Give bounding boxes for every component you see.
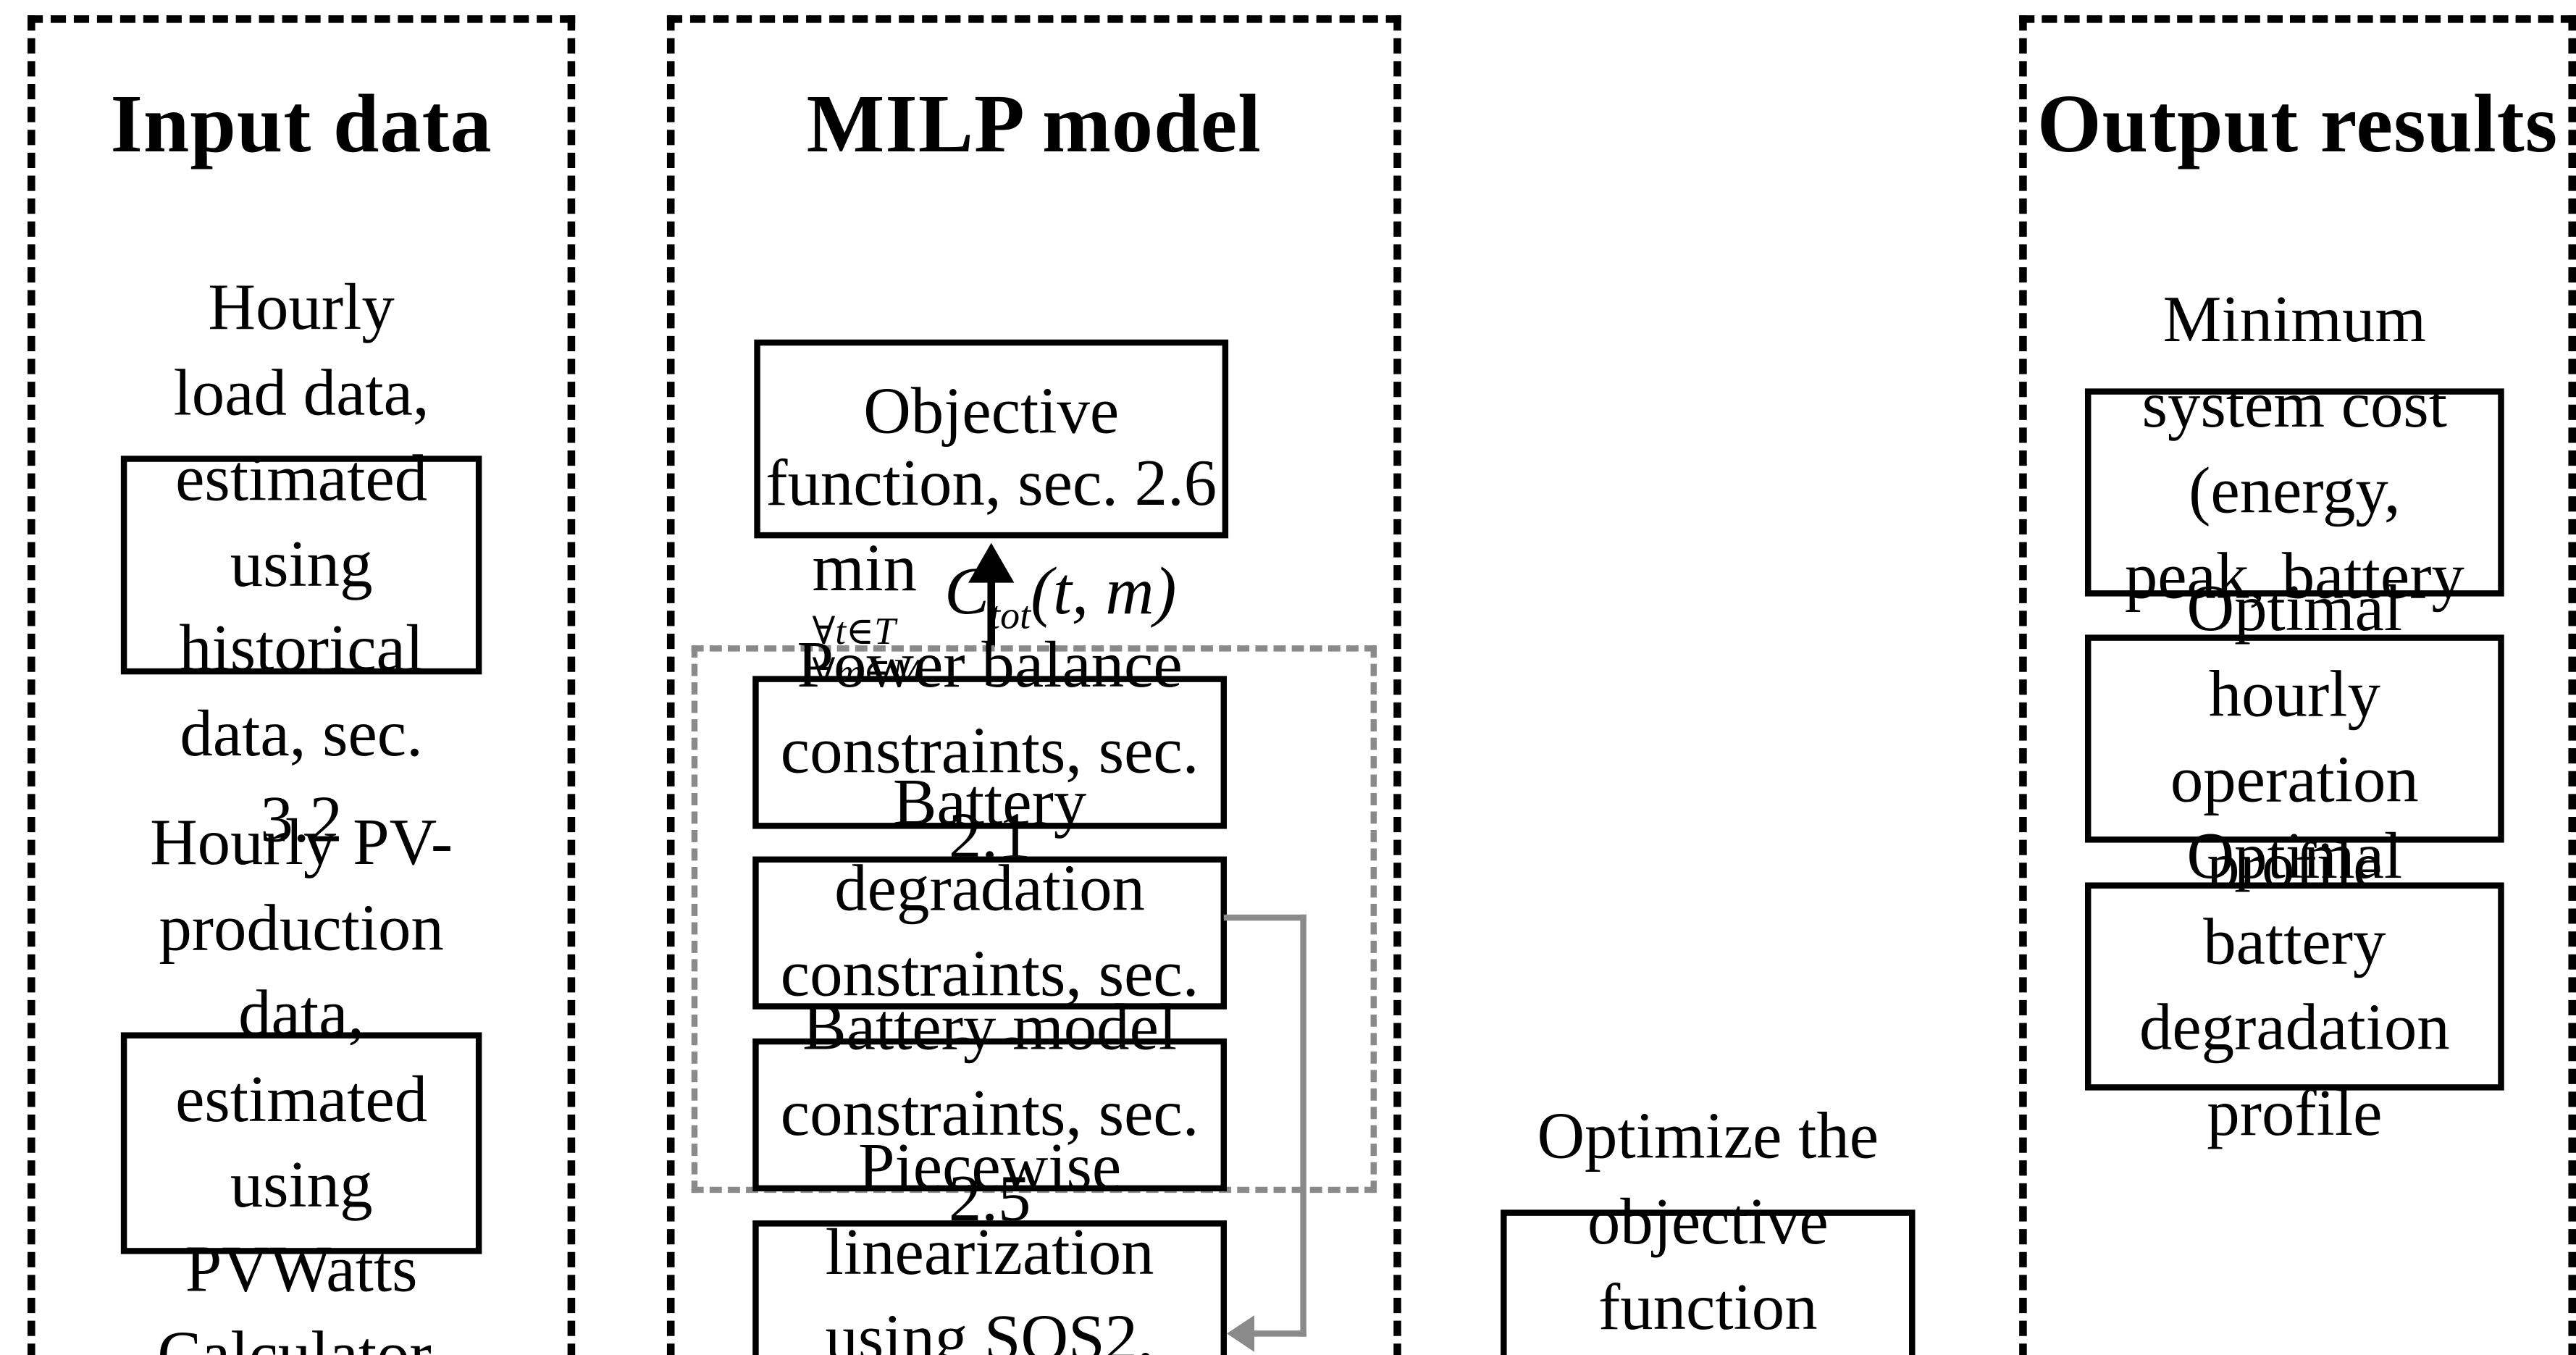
output-box-optimal-hourly-operation: Optimal hourly operation profile — [2084, 574, 2504, 902]
output-results-container — [2019, 15, 2576, 1355]
milp-box-piecewise-linearization: Piecewise linearization using SOS2, sec.… — [752, 1132, 1228, 1355]
feedback-connector-arrowhead — [1227, 1315, 1255, 1352]
input-data-container — [28, 15, 576, 1355]
milp-box-piecewise-linearization-label: Piecewise linearization using SOS2, sec.… — [825, 1132, 1154, 1355]
arrow-constraints-to-objective — [960, 542, 1021, 647]
milp-objective-function-box: Objective function, sec. 2.6 min ∀t∈T ∀m… — [754, 339, 1229, 695]
milp-box-battery-degradation-label: Battery degradation constraints, sec. 2.… — [780, 768, 1199, 1096]
feedback-connector-top-segment — [1223, 914, 1306, 921]
objective-expression-subscript: tot — [989, 592, 1031, 638]
objective-expression: Ctot(t, m) — [944, 553, 1177, 638]
milp-box-battery-degradation: Battery degradation constraints, sec. 2.… — [752, 768, 1228, 1096]
input-box-hourly-load-label: Hourly load data, estimated using histor… — [173, 272, 429, 857]
output-box-optimal-battery-degradation-label: Optimal battery degradation profile — [2139, 821, 2450, 1150]
optimize-solver-box: Optimize the objective function using GA… — [1501, 1102, 1916, 1355]
input-box-pv-production-label: Hourly PV-production data, estimated usi… — [150, 807, 453, 1355]
output-box-optimal-battery-degradation: Optimal battery degradation profile — [2084, 821, 2504, 1150]
objective-formula: min ∀t∈T ∀m∈M Ctot(t, m) — [760, 527, 1222, 695]
input-box-pv-production: Hourly PV-production data, estimated usi… — [120, 807, 482, 1355]
input-box-hourly-load: Hourly load data, estimated using histor… — [120, 272, 482, 857]
objective-heading: Objective function, sec. 2.6 — [765, 376, 1217, 521]
arrow-constraints-to-objective-shaft — [987, 567, 996, 647]
milp-box-battery-model: Battery model constraints, sec. 2.5 — [752, 993, 1228, 1236]
milp-model-title: MILP model — [806, 77, 1262, 170]
optimize-solver-label: Optimize the objective function using GA… — [1537, 1102, 1879, 1345]
feedback-connector-bottom-segment — [1251, 1330, 1306, 1337]
milp-model-container — [666, 15, 1401, 1355]
milp-box-battery-model-label: Battery model constraints, sec. 2.5 — [780, 992, 1199, 1236]
input-data-title: Input data — [110, 77, 492, 170]
output-box-minimum-system-cost: Minimum system cost (energy, peak, batte… — [2084, 285, 2504, 699]
feedback-connector-vertical-segment — [1300, 914, 1306, 1337]
arrow-constraints-to-objective-head — [968, 542, 1015, 583]
output-results-title: Output results — [2036, 77, 2559, 170]
